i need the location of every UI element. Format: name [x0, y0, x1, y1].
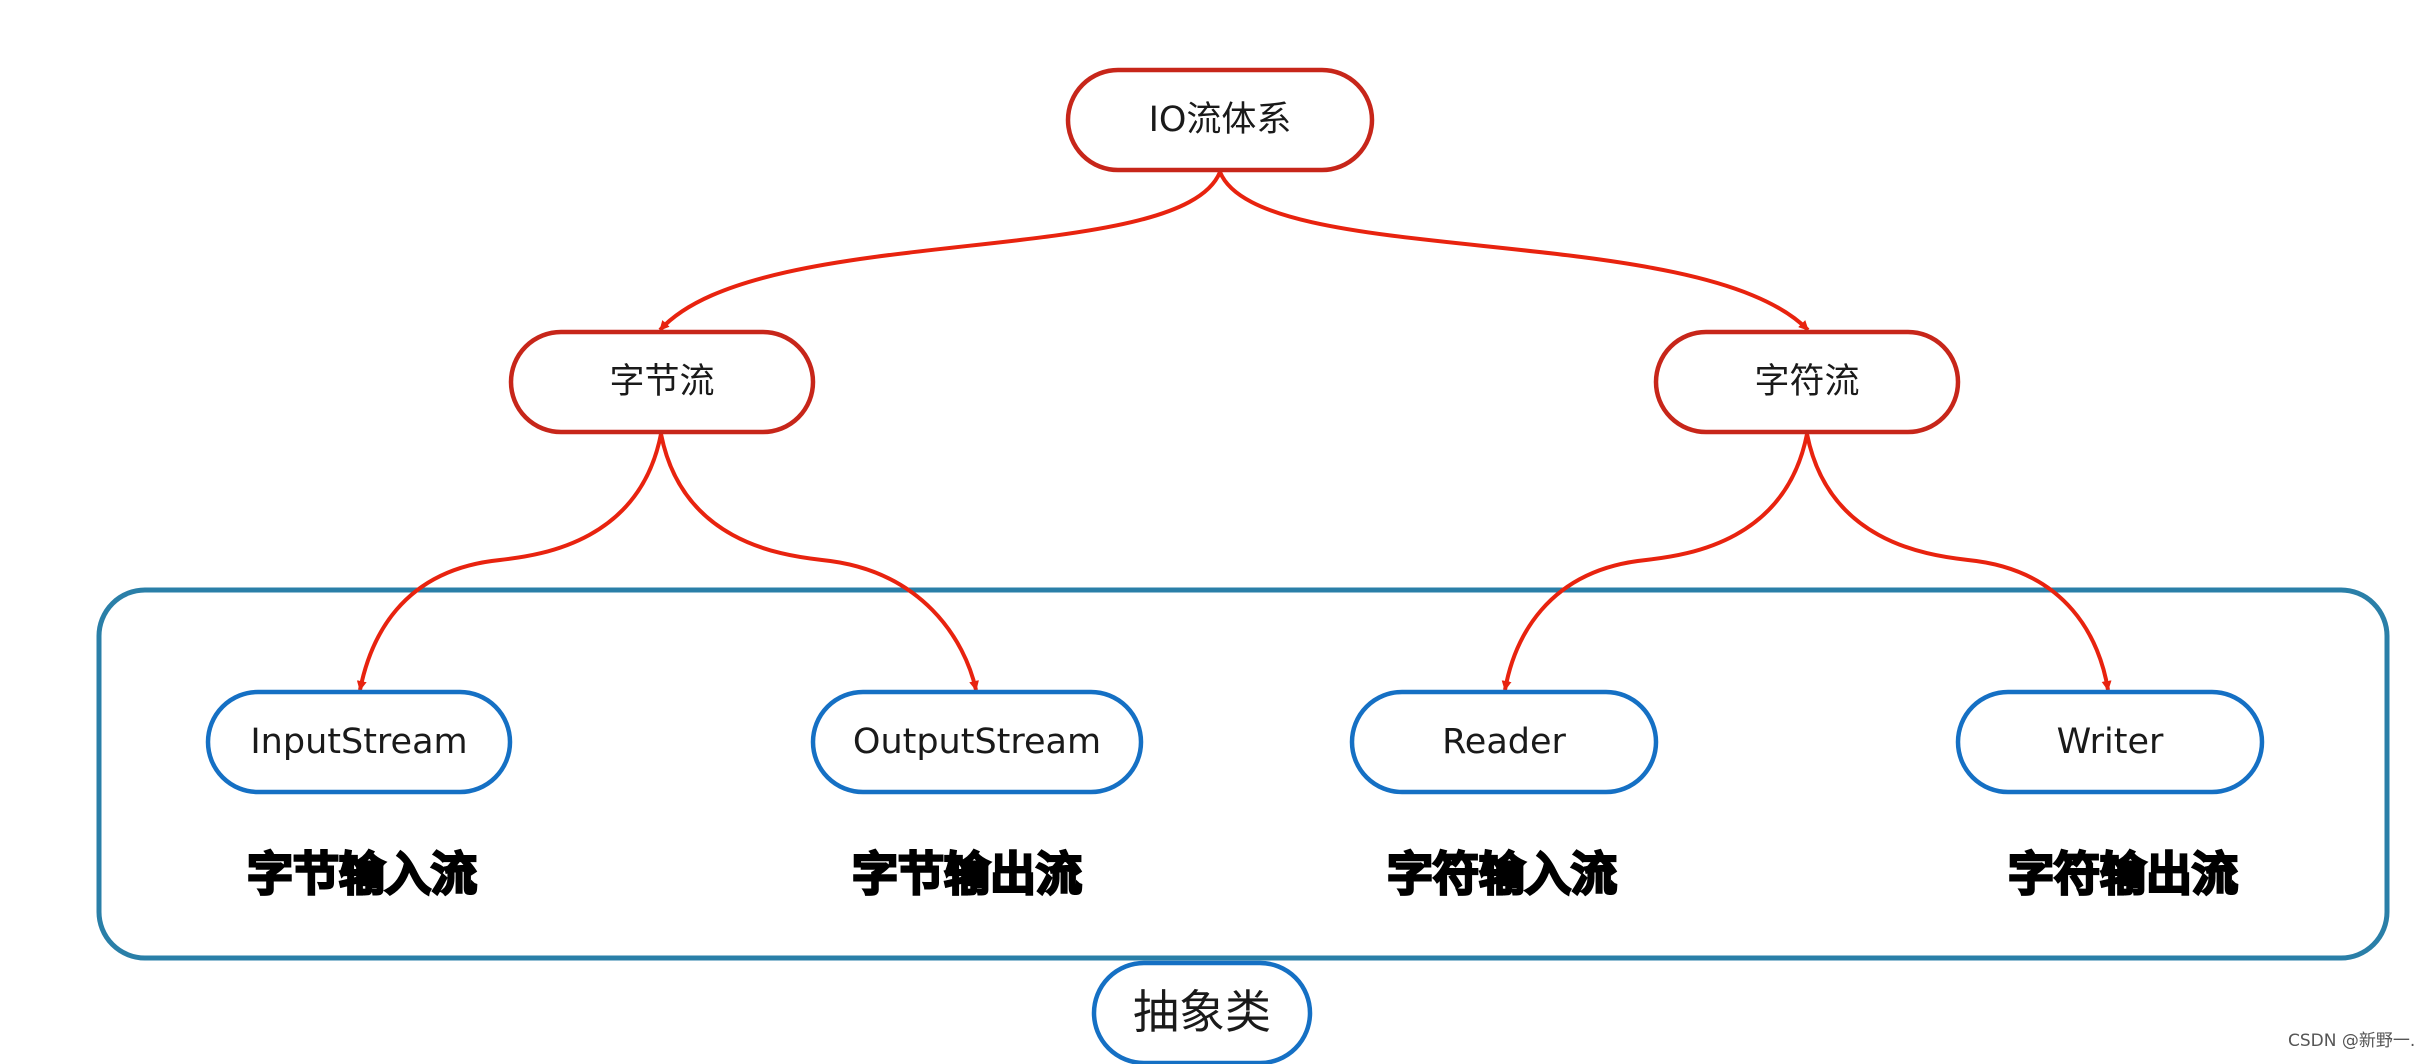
inputstream-node-label: InputStream: [250, 722, 467, 762]
csdn-watermark: CSDN @新野一.: [2288, 1031, 2415, 1051]
outputstream-caption: 字节输出流: [852, 847, 1082, 901]
connector-byte-to-outputstream: [659, 433, 979, 691]
reader-node-label: Reader: [1442, 722, 1566, 762]
byte-stream-node: 字节流: [508, 329, 816, 435]
inputstream-node: InputStream: [205, 689, 513, 795]
connector-byte-to-inputstream: [356, 433, 663, 691]
char-stream-node: 字符流: [1653, 329, 1961, 435]
root-node: IO流体系: [1065, 67, 1375, 173]
connector-root-to-byte-stream: [658, 171, 1222, 332]
reader-caption: 字符输入流: [1387, 847, 1617, 901]
root-node-label: IO流体系: [1149, 100, 1292, 140]
reader-node: Reader: [1349, 689, 1659, 795]
writer-caption: 字符输出流: [2008, 847, 2238, 901]
abstract-class-container: [96, 587, 2390, 961]
writer-node: Writer: [1955, 689, 2265, 795]
outputstream-node-label: OutputStream: [853, 722, 1101, 762]
connector-char-to-reader: [1501, 433, 1809, 691]
writer-node-label: Writer: [2057, 722, 2164, 762]
connector-char-to-writer: [1805, 433, 2112, 691]
inputstream-caption: 字节输入流: [247, 847, 477, 901]
byte-stream-node-label: 字节流: [609, 362, 714, 402]
abstract-class-label-bubble: 抽象类: [1091, 960, 1313, 1064]
outputstream-node: OutputStream: [810, 689, 1144, 795]
abstract-class-label: 抽象类: [1133, 985, 1271, 1039]
char-stream-node-label: 字符流: [1754, 362, 1859, 402]
connector-root-to-char-stream: [1218, 171, 1810, 332]
